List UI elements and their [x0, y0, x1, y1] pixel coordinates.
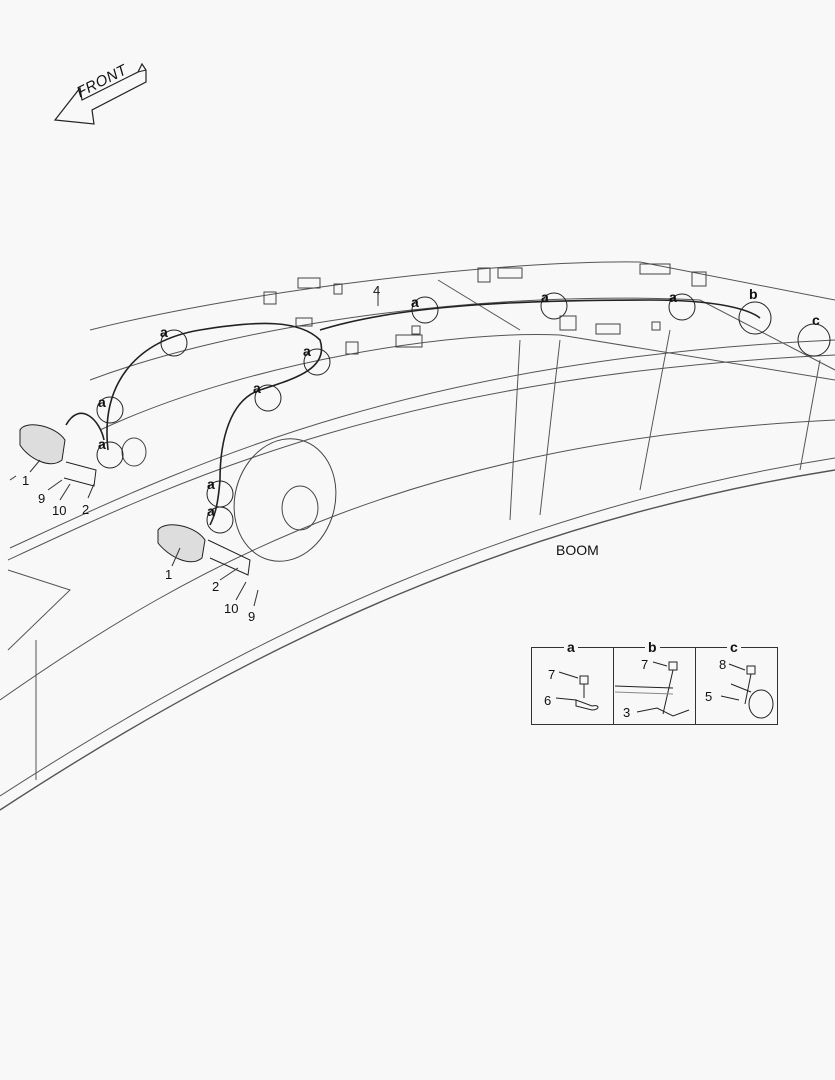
bracket-clamp-icon [614, 661, 690, 717]
part-callout: 9 [38, 491, 46, 506]
front-arrow-icon [53, 62, 147, 125]
harness-wire [65, 299, 761, 526]
detail-callout: b [749, 286, 758, 302]
part-callout: 10 [52, 503, 67, 518]
detail-callout: a [669, 289, 677, 305]
inset-callout: 3 [623, 705, 631, 720]
inset-header: c [727, 639, 741, 655]
inset-callout: 5 [705, 689, 713, 704]
part-callout: 2 [212, 579, 220, 594]
detail-callout: a [303, 343, 311, 359]
part-callout: 2 [82, 502, 90, 517]
inset-callout: 8 [719, 657, 727, 672]
inset-panel-a: a 7 6 [532, 639, 614, 724]
inset-callout: 7 [641, 657, 649, 672]
work-lamp-left [19, 424, 97, 487]
inset-header: a [564, 639, 578, 655]
boom-structure [0, 261, 835, 811]
detail-callout: a [411, 294, 419, 310]
detail-callout: a [98, 436, 106, 452]
detail-callout: a [207, 476, 215, 492]
part-callout: 10 [224, 601, 239, 616]
detail-callout: a [160, 324, 168, 340]
boom-pin-boss [121, 437, 337, 562]
boom-brackets [263, 263, 707, 355]
detail-callout: c [812, 312, 820, 328]
leader-lines [9, 294, 379, 607]
inset-panel-b: b 7 3 [613, 639, 696, 724]
detail-inset-table: a 7 6 b 7 3 c 8 5 [531, 639, 778, 725]
part-callout: 1 [165, 567, 173, 582]
part-callout: 9 [248, 609, 256, 624]
part-callout: 4 [373, 283, 381, 298]
detail-callout: a [207, 503, 215, 519]
work-lamp-right [157, 524, 251, 576]
part-callout: 1 [22, 473, 30, 488]
inset-header: b [645, 639, 660, 655]
detail-callout: a [253, 380, 261, 396]
detail-callout: a [98, 394, 106, 410]
inset-callout: 6 [544, 693, 552, 708]
inset-panel-c: c 8 5 [695, 639, 777, 724]
component-label: BOOM [556, 542, 599, 558]
band-clamp-icon [720, 663, 774, 719]
detail-circles [96, 292, 831, 534]
inset-callout: 7 [548, 667, 556, 682]
p-clip-icon [555, 671, 599, 711]
detail-callout: a [541, 289, 549, 305]
